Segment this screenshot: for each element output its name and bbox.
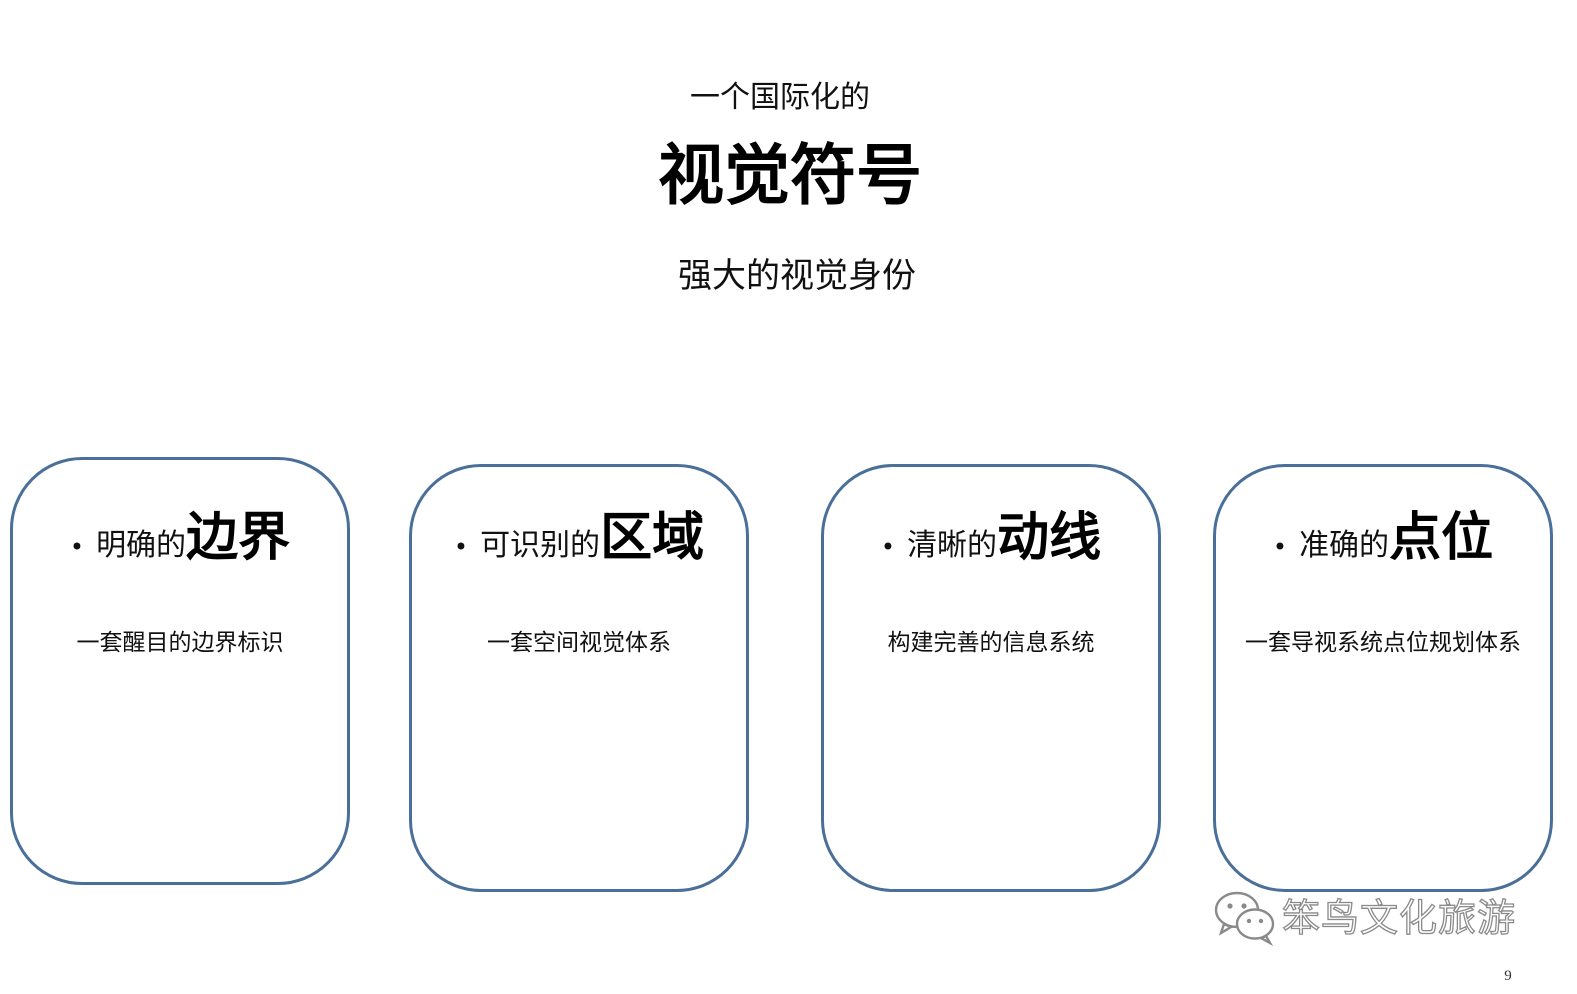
card-boundary: • 明确的边界 一套醒目的边界标识: [10, 457, 350, 885]
header-subtitle: 一个国际化的: [690, 80, 870, 115]
card-heading-keyword: 区域: [600, 508, 705, 568]
bullet-icon: •: [69, 533, 85, 561]
bullet-icon: •: [1272, 533, 1288, 561]
card-route: • 清晰的动线 构建完善的信息系统: [821, 464, 1161, 892]
card-description: 一套空间视觉体系: [487, 630, 671, 656]
card-heading: • 清晰的动线: [824, 502, 1158, 586]
header-tagline: 强大的视觉身份: [678, 256, 916, 296]
watermark: 笨鸟文化旅游: [1212, 888, 1516, 948]
card-description: 构建完善的信息系统: [887, 630, 1095, 656]
card-heading: • 可识别的区域: [412, 502, 746, 586]
card-heading-prefix: 准确的: [1299, 528, 1390, 563]
wechat-icon: [1214, 891, 1275, 947]
bullet-icon: •: [880, 533, 896, 561]
card-heading: • 准确的点位: [1216, 502, 1550, 586]
card-description: 一套醒目的边界标识: [76, 630, 284, 656]
card-area: • 可识别的区域 一套空间视觉体系: [409, 464, 749, 892]
watermark-text: 笨鸟文化旅游: [1281, 895, 1517, 940]
card-heading-prefix: 清晰的: [907, 528, 998, 563]
page-number: 9: [1504, 968, 1512, 984]
card-heading-keyword: 点位: [1389, 508, 1494, 568]
card-description: 一套导视系统点位规划体系: [1245, 630, 1521, 656]
card-heading-keyword: 边界: [186, 508, 291, 568]
bullet-icon: •: [453, 533, 469, 561]
card-heading-prefix: 可识别的: [480, 528, 601, 563]
card-heading-keyword: 动线: [997, 508, 1102, 568]
card-heading-prefix: 明确的: [96, 528, 187, 563]
card-heading: • 明确的边界: [13, 502, 347, 586]
card-location: • 准确的点位 一套导视系统点位规划体系: [1213, 464, 1553, 892]
page-title: 视觉符号: [658, 137, 922, 214]
